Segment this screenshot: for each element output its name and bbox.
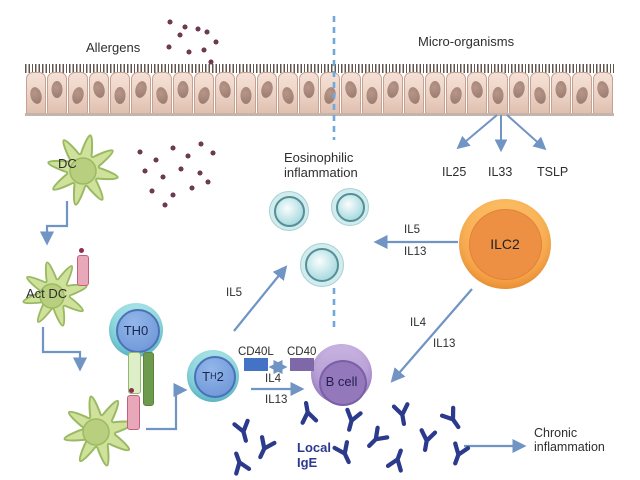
allergen-particle [198, 171, 202, 175]
allergen-particle [154, 158, 158, 162]
il4-th2-label: IL4 [265, 373, 281, 385]
arrow-epithelium-il25 [456, 114, 498, 150]
allergen-particle [161, 175, 165, 179]
allergen-particle [167, 45, 171, 49]
allergen-particle [171, 193, 175, 197]
ige-antibody [299, 402, 316, 423]
allergen-particle [206, 180, 210, 184]
ige-antibody [234, 421, 252, 443]
ige-antibody [388, 448, 407, 470]
allergen-particle [138, 150, 142, 154]
ige-antibody [394, 404, 411, 425]
cd40l-label: CD40L [238, 346, 274, 358]
presenting-dc-nucleus [82, 418, 110, 446]
th0-label: TH0 [123, 322, 149, 338]
ilc2-label: ILC2 [490, 236, 520, 252]
allergen-particle [168, 20, 172, 24]
allergen-particle [163, 203, 167, 207]
allergen-particle [199, 142, 203, 146]
act-dc-nucleus [39, 283, 65, 309]
th0-receptor-rod [143, 352, 154, 406]
synapse-antigen-dot [129, 388, 134, 393]
il13-ilc2-label: IL13 [404, 246, 427, 258]
il5-ilc2-label: IL5 [404, 224, 420, 236]
micro-organisms-label: Micro-organisms [418, 34, 515, 49]
allergen-particle [179, 167, 183, 171]
cd40-receptor [290, 358, 314, 371]
il33-label: IL33 [488, 165, 513, 179]
il13-ilc2b-label: IL13 [433, 338, 456, 350]
allergen-particle [143, 169, 147, 173]
allergen-particle [187, 50, 191, 54]
cd40-label: CD40 [287, 346, 317, 358]
allergen-particle [150, 189, 154, 193]
allergen-particle [186, 154, 190, 158]
allergen-particle [211, 151, 215, 155]
dc-nucleus [69, 157, 97, 185]
actdc-receptor-rod [77, 255, 89, 286]
allergen-particle [205, 30, 209, 34]
allergen-particle [171, 146, 175, 150]
arrow-th2-to-eosinophils-il5 [233, 265, 288, 332]
act-dc-label: Act DC [26, 286, 68, 301]
arrow-epithelium-tslp [506, 114, 547, 151]
epithelial-cell [46, 72, 67, 114]
epithelium-layer [25, 64, 614, 116]
allergen-particle [183, 25, 187, 29]
allergen-particle [178, 33, 182, 37]
eosinophil-2 [331, 188, 369, 226]
epithelial-cell [551, 72, 572, 114]
ige-antibody [418, 430, 435, 451]
arrow-dc-to-th2 [146, 382, 188, 431]
allergen-particle [190, 186, 194, 190]
b-cell: B cell [311, 344, 372, 406]
epithelial-cell [362, 72, 383, 114]
cilia-strip [25, 64, 614, 73]
cd40l-receptor [244, 358, 268, 371]
epithelium-cells [25, 72, 614, 114]
allergens-label: Allergens [86, 40, 141, 55]
b-cell-label: B cell [325, 373, 358, 389]
ige-antibody [343, 410, 361, 432]
basement-membrane [25, 113, 614, 116]
ilc2-cell: ILC2 [459, 199, 551, 289]
ige-antibody-cluster [230, 402, 468, 474]
arrow-actdc-to-presenting-dc [41, 327, 88, 372]
ige-antibody [230, 451, 249, 473]
ige-antibody [335, 442, 355, 465]
ige-antibody [254, 437, 274, 460]
eosinophil-1 [269, 191, 309, 231]
epithelial-cell [109, 72, 130, 114]
il4-ilc2b-label: IL4 [410, 317, 426, 329]
ige-antibody [364, 428, 387, 451]
dc-mhc-rod [127, 395, 140, 430]
arrow-ilc2-to-bcell [390, 288, 473, 383]
allergen-particle [214, 40, 218, 44]
th0-tcr-rod [128, 352, 141, 394]
allergen-particle [209, 60, 213, 64]
ige-antibody [442, 408, 464, 431]
actdc-receptor-dot [79, 248, 84, 253]
eosinophil-3 [300, 243, 344, 287]
il5-th2-label: IL5 [226, 287, 242, 299]
allergen-particle [196, 27, 200, 31]
il13-th2-label: IL13 [265, 394, 288, 406]
allergen-particle [202, 48, 206, 52]
il25-label: IL25 [442, 165, 467, 179]
arrow-dc-to-actdc [39, 201, 69, 246]
dc-label: DC [58, 156, 77, 171]
tslp-label: TSLP [537, 165, 569, 179]
